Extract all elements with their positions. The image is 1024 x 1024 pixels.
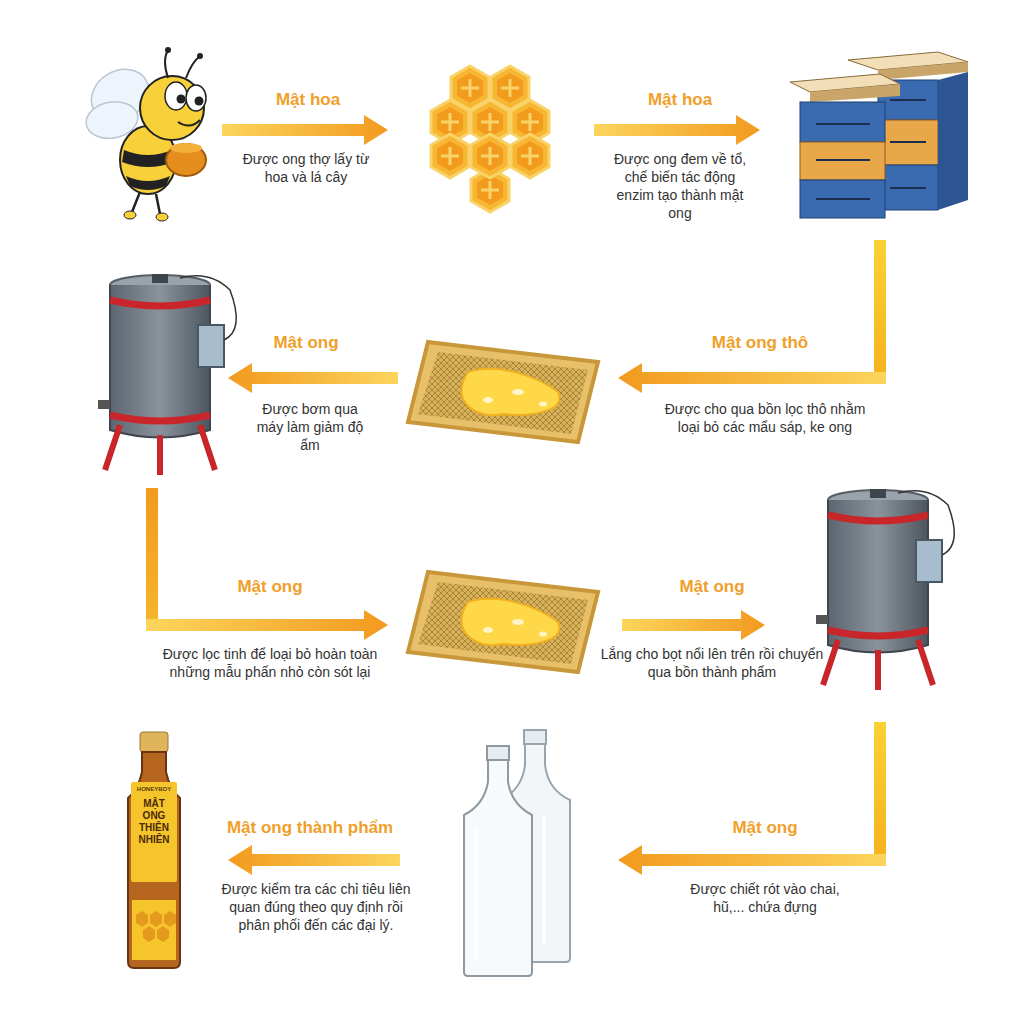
step-heading: Mật ong thành phẩm	[190, 818, 430, 838]
product-name: MẬT ONG THIÊN NHIÊN	[133, 798, 175, 846]
step-heading: Mật ong thô	[660, 333, 860, 353]
dehumidifier-tank	[98, 274, 236, 475]
beehives	[790, 52, 968, 218]
flow-arrow-bend	[874, 240, 886, 378]
bee	[82, 47, 206, 221]
step-heading: Mật ong	[206, 333, 406, 353]
flow-arrow	[594, 115, 760, 145]
step-heading: Mật hoa	[580, 90, 780, 110]
step-heading: Mật hoa	[208, 90, 408, 110]
step-description: Được ong đem về tổ, chế biến tác động en…	[605, 150, 755, 222]
glass-bottles	[464, 730, 570, 976]
flow-arrow	[228, 845, 400, 875]
flow-arrow-bend	[874, 722, 886, 860]
step-description: Được bơm qua máy làm giảm độ ẩm	[250, 400, 370, 454]
honeycomb	[431, 66, 549, 212]
flow-arrow	[618, 363, 886, 393]
step-description: Được ong thợ lấy từ hoa và lá cây	[241, 150, 371, 186]
honey-bottle	[128, 732, 180, 968]
step-heading: Mật ong	[170, 577, 370, 597]
step-description: Được lọc tinh để loại bỏ hoàn toàn những…	[145, 645, 395, 681]
product-label: HONEYBOY MẬT ONG THIÊN NHIÊN	[131, 782, 177, 882]
step-description: Được cho qua bồn lọc thô nhằm loại bỏ cá…	[660, 400, 870, 436]
step-description: Được kiểm tra các chỉ tiêu liên quan đún…	[221, 880, 411, 934]
flow-arrow	[146, 610, 388, 640]
flow-arrow	[618, 845, 886, 875]
flow-arrow	[228, 363, 398, 393]
step-description: Lắng cho bọt nổi lên trên rồi chuyển qua…	[592, 645, 832, 681]
fine-filter	[408, 572, 598, 672]
step-heading: Mật ong	[612, 577, 812, 597]
step-description: Được chiết rót vào chai, hũ,... chứa đựn…	[685, 880, 845, 916]
coarse-filter	[408, 342, 598, 442]
flow-arrow	[622, 610, 765, 640]
flow-arrow-bend	[146, 488, 158, 625]
step-heading: Mật ong	[665, 818, 865, 838]
flow-arrow	[222, 115, 388, 145]
brand-name: HONEYBOY	[137, 786, 171, 792]
settling-tank	[816, 489, 954, 690]
